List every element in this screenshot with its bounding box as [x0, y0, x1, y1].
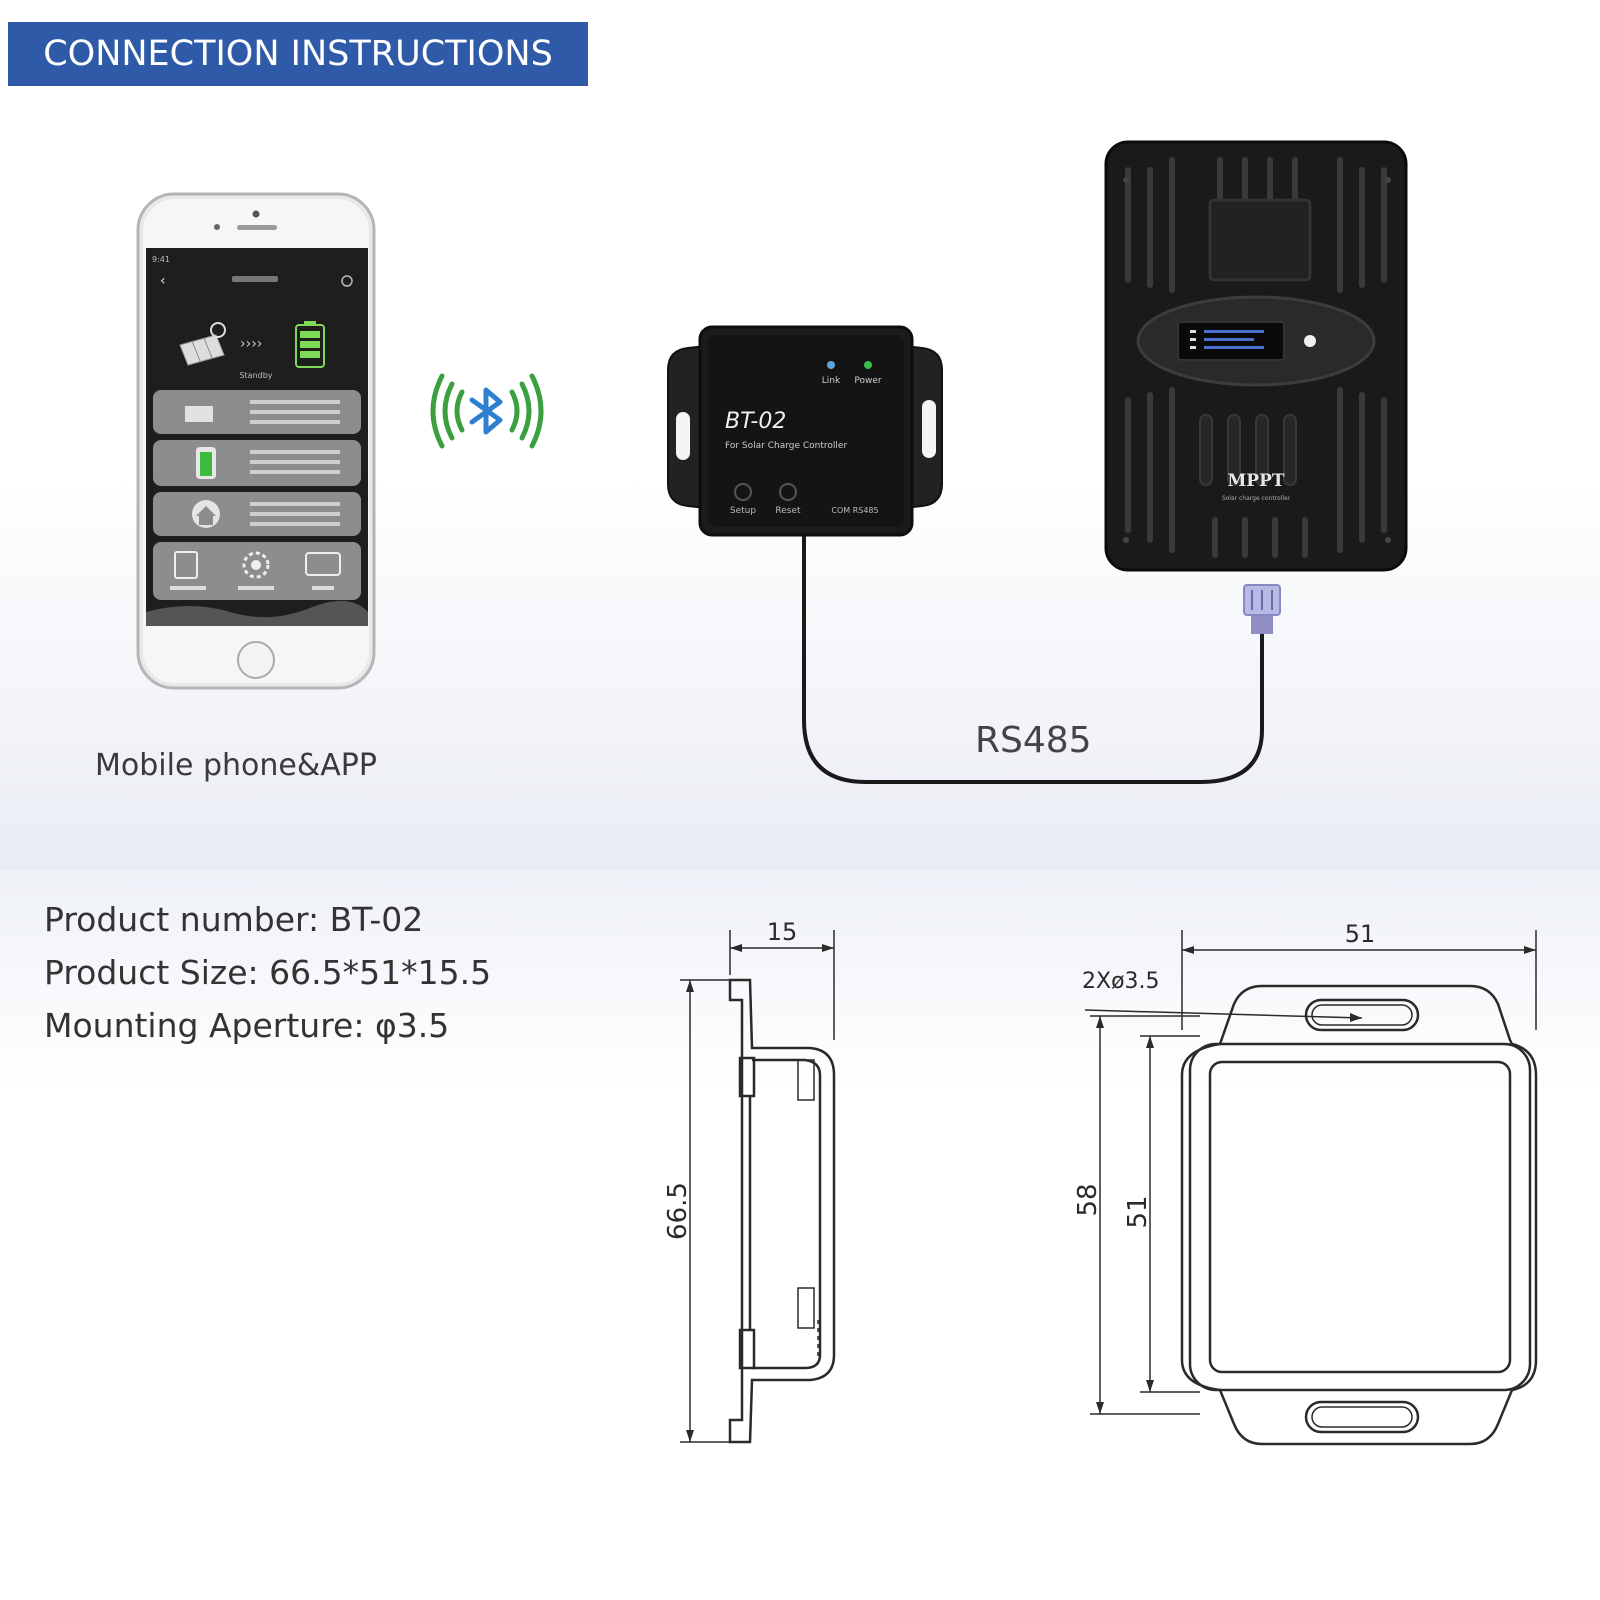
gear-icon[interactable] [242, 551, 270, 579]
front-height-outer-dimension: 58 [1073, 1183, 1103, 1216]
link-led-label: Link [822, 376, 841, 386]
solar-panel-icon [179, 322, 226, 366]
bluetooth-icon [430, 373, 544, 449]
spec-mounting-aperture: Mounting Aperture: φ3.5 [44, 1006, 450, 1045]
phone-illustration: 9:41 ‹ ›››› Standby [136, 192, 376, 690]
phone-caption: Mobile phone&APP [95, 748, 377, 783]
link-led [827, 361, 835, 369]
front-view-drawing [1084, 930, 1538, 1446]
bt02-module: Link Power BT-02 For Solar Charge Contro… [667, 325, 943, 537]
phone-camera [252, 210, 260, 218]
spec-product-number: Product number: BT-02 [44, 900, 424, 939]
setup-button[interactable] [734, 483, 752, 501]
rj45-connector [1243, 584, 1281, 634]
spec-product-size: Product Size: 66.5*51*15.5 [44, 953, 492, 992]
svg-text:9:41: 9:41 [152, 255, 170, 264]
reset-button-label: Reset [775, 506, 801, 516]
phone-speaker [237, 225, 277, 230]
module-model: BT-02 [725, 409, 786, 434]
phone-status-text: Standby [239, 371, 272, 380]
power-led [864, 361, 872, 369]
rs485-cable [802, 535, 1264, 784]
side-width-dimension: 15 [767, 918, 798, 946]
port-label: COM RS485 [831, 506, 878, 515]
controller-button[interactable] [1304, 335, 1316, 347]
module-subtitle: For Solar Charge Controller [725, 441, 847, 451]
phone-menu-bar [153, 542, 361, 600]
mppt-controller: MPPT Solar charge controller [1104, 140, 1408, 572]
header-title: CONNECTION INSTRUCTIONS [43, 34, 553, 74]
side-height-dimension: 66.5 [663, 1182, 693, 1240]
front-height-inner-dimension: 51 [1123, 1195, 1153, 1228]
battery-icon [295, 321, 325, 368]
document-icon[interactable] [174, 551, 198, 579]
back-icon[interactable]: ‹ [160, 273, 166, 289]
home-icon [192, 500, 220, 528]
cable-label: RS485 [975, 720, 1092, 761]
side-view-drawing [680, 930, 836, 1444]
hole-spec-label: 2Xø3.5 [1082, 969, 1160, 994]
monitor-icon[interactable] [305, 552, 341, 576]
mounting-hole-top [1304, 998, 1420, 1032]
setup-button-label: Setup [730, 506, 756, 516]
flow-arrows: ›››› [240, 336, 262, 352]
refresh-icon[interactable] [341, 275, 353, 287]
reset-button[interactable] [779, 483, 797, 501]
controller-subtitle: Solar charge controller [1222, 495, 1291, 502]
front-width-dimension: 51 [1345, 920, 1376, 948]
mounting-hole-bottom [1304, 1400, 1420, 1434]
power-led-label: Power [854, 376, 882, 386]
phone-home-button[interactable] [237, 641, 275, 679]
bottom-background [0, 870, 1600, 1600]
header-banner: CONNECTION INSTRUCTIONS [8, 22, 588, 86]
controller-brand: MPPT [1227, 471, 1284, 491]
